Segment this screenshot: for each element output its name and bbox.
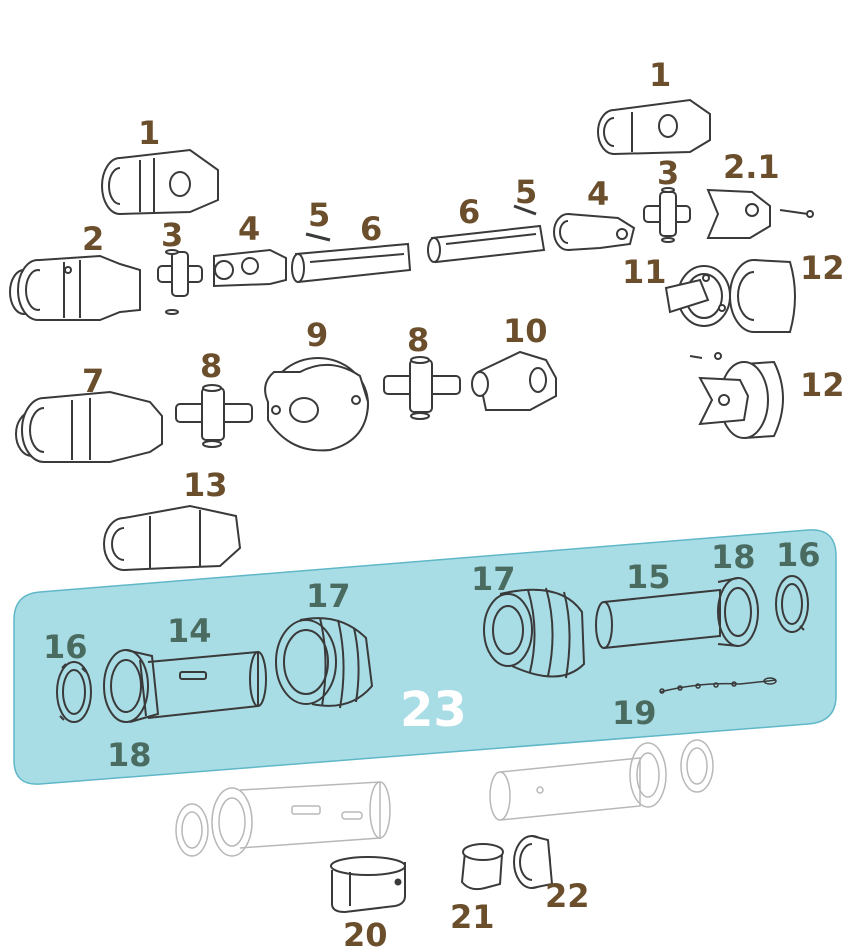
label-3-left: 3 (161, 216, 183, 254)
part-19-safety-chain (659, 677, 777, 694)
label-20: 20 (343, 916, 388, 950)
part-21-bushing (460, 843, 504, 891)
label-18-left: 18 (107, 736, 152, 774)
part-3-right-cross (643, 187, 691, 243)
part-15-outer-tube (595, 588, 721, 649)
label-1-right: 1 (649, 56, 671, 94)
label-15: 15 (626, 558, 671, 596)
part-16-right-clamp-ring (775, 575, 809, 633)
label-12-top: 12 (800, 249, 845, 287)
part-18-right-bearing-ring (717, 577, 759, 647)
label-6-right: 6 (458, 193, 480, 231)
part-14-inner-tube (147, 650, 267, 719)
label-2: 2 (82, 220, 104, 258)
part-17-right-guard-cone (483, 587, 586, 679)
part-6-left-tube (291, 242, 412, 284)
label-17-right: 17 (471, 560, 516, 598)
part-11-flange-yoke (664, 265, 731, 327)
label-19: 19 (612, 694, 657, 732)
label-17-left: 17 (306, 577, 351, 615)
label-4-left: 4 (238, 210, 260, 248)
part-5-right-pin (513, 204, 537, 216)
part-6-right-tube (427, 224, 546, 264)
part-8-left-cross (175, 384, 253, 448)
label-16-right: 16 (776, 536, 821, 574)
part-2-left-yoke (9, 254, 141, 321)
part-13-joint-assembly (103, 504, 242, 571)
group-23-highlight (13, 529, 837, 785)
part-9-flange (264, 357, 370, 452)
part-4-left-yoke (213, 248, 287, 288)
faded-tube-assembly (175, 739, 714, 857)
label-16-left: 16 (43, 628, 88, 666)
label-5-right: 5 (515, 173, 537, 211)
label-21: 21 (450, 898, 495, 936)
label-6-left: 6 (360, 210, 382, 248)
label-11: 11 (622, 253, 667, 291)
part-1-left-yoke (101, 148, 219, 215)
part-3-left-cross (157, 249, 203, 315)
part-20-tube-sleeve (330, 856, 406, 914)
part-7-left-yoke (15, 390, 163, 463)
label-4-right: 4 (587, 175, 609, 213)
label-22: 22 (545, 877, 590, 915)
label-1-left: 1 (138, 114, 160, 152)
group-labels: 14 15 16 16 17 17 18 18 19 (43, 536, 821, 774)
label-8-left: 8 (200, 347, 222, 385)
label-3-right: 3 (657, 154, 679, 192)
part-12-bottom-housing (689, 352, 784, 439)
part-12-top-housing (729, 259, 796, 333)
part-5-left-pin (305, 232, 331, 242)
part-18-left-bearing-ring (103, 649, 160, 723)
part-2-1-yoke (706, 188, 814, 239)
part-8-middle-cross (383, 356, 461, 420)
label-14: 14 (167, 612, 212, 650)
label-18-right: 18 (711, 538, 756, 576)
label-13: 13 (183, 466, 228, 504)
part-1-right-yoke (597, 98, 711, 155)
part-22-bushing (513, 835, 554, 889)
part-17-left-guard-cone (275, 617, 374, 709)
label-8-mid: 8 (407, 321, 429, 359)
label-5-left: 5 (308, 196, 330, 234)
part-16-left-clamp-ring (56, 661, 92, 723)
part-4-right-yoke (553, 213, 636, 251)
label-7: 7 (82, 362, 104, 400)
part-10-yoke (471, 350, 557, 411)
label-23: 23 (400, 682, 467, 738)
label-10: 10 (503, 312, 548, 350)
labels: 1 1 2 2.1 3 3 4 4 5 5 6 6 7 8 8 9 10 11 … (82, 56, 845, 950)
label-2-1: 2.1 (723, 148, 780, 186)
label-12-bottom: 12 (800, 366, 845, 404)
label-9: 9 (306, 316, 328, 354)
